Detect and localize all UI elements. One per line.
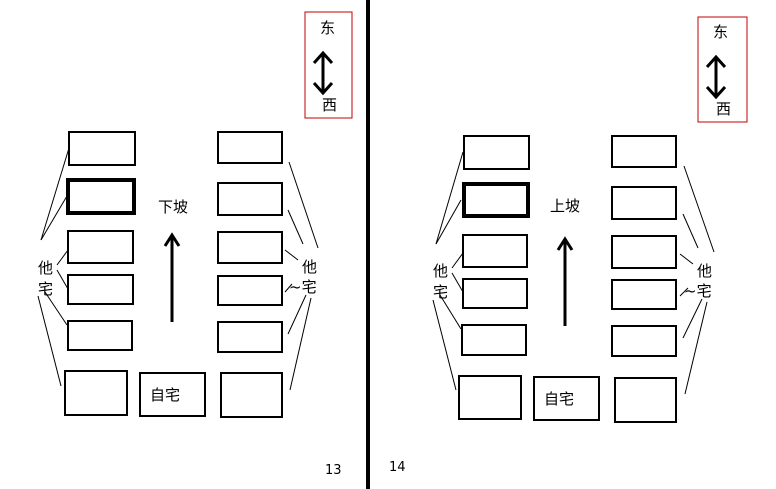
self-house-label: 自宅	[544, 390, 574, 408]
compass-east-label: 东	[320, 19, 335, 37]
other-house	[461, 324, 527, 356]
other-house	[217, 182, 283, 216]
slope-label: 下坡	[158, 198, 188, 216]
compass-frame	[304, 11, 353, 119]
other-house	[611, 279, 677, 310]
other-house	[67, 274, 134, 305]
up-arrow-icon	[163, 232, 181, 322]
compass-west-label: 西	[322, 96, 337, 114]
other-house	[614, 377, 677, 423]
panel-14: 东 西 自宅 上坡	[389, 16, 748, 475]
panel-divider	[366, 0, 370, 489]
leader-lines-left	[432, 151, 464, 391]
compass-east-label: 东	[713, 23, 728, 41]
up-arrow-icon	[556, 236, 574, 326]
other-house	[217, 231, 283, 264]
other-house	[220, 372, 283, 418]
compass-13: 东 西	[304, 11, 353, 119]
other-house	[611, 235, 677, 269]
compass-frame	[697, 16, 748, 123]
highlighted-house	[66, 178, 136, 215]
leader-lines-left	[37, 147, 70, 387]
double-arrow-icon	[312, 50, 334, 96]
double-arrow-icon	[705, 54, 727, 100]
other-house	[458, 375, 522, 420]
page-number: 13	[325, 463, 342, 478]
other-house	[462, 234, 528, 268]
self-house	[533, 376, 600, 421]
other-houses-label-left-line2: 宅	[38, 280, 53, 298]
other-house	[64, 370, 128, 416]
self-house	[139, 372, 206, 417]
self-house-label: 自宅	[150, 386, 180, 404]
other-house	[462, 278, 528, 309]
other-houses-label-right-line2: ~宅	[289, 278, 317, 296]
other-house	[67, 320, 133, 351]
other-house	[217, 131, 283, 164]
other-house	[217, 321, 283, 353]
other-houses-label-right-line1: 他	[697, 262, 712, 280]
other-house	[611, 186, 677, 220]
compass-west-label: 西	[716, 100, 731, 118]
other-houses-label-left-line2: 宅	[433, 283, 448, 301]
other-house	[611, 135, 677, 168]
other-houses-label-right-line2: ~宅	[684, 282, 712, 300]
other-house	[611, 325, 677, 357]
leader-lines-right	[284, 161, 319, 391]
other-house	[217, 275, 283, 306]
other-houses-label-left-line1: 他	[38, 259, 53, 277]
compass-14: 东 西	[697, 16, 748, 123]
panel-13: 东 西 自宅 下坡	[37, 11, 353, 478]
leader-lines-right	[679, 165, 715, 395]
other-houses-label-left-line1: 他	[433, 262, 448, 280]
other-house	[463, 135, 530, 170]
slope-label: 上坡	[550, 197, 580, 215]
other-house	[67, 230, 134, 264]
other-house	[68, 131, 136, 166]
page-number: 14	[389, 460, 406, 475]
highlighted-house	[462, 182, 530, 218]
other-houses-label-right-line1: 他	[302, 258, 317, 276]
